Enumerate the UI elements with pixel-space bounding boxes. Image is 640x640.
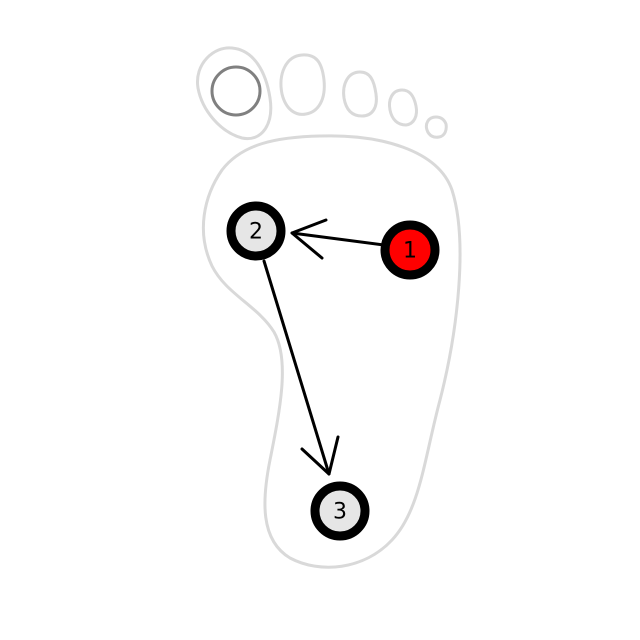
foot-sole-outline [201,134,462,569]
arrowhead-2-to-3 [300,435,340,476]
third-toe-outline [342,70,378,118]
node-3-circle [310,481,370,541]
arrow-1-to-2 [290,231,386,247]
node-1-circle [380,220,440,280]
edge-group [262,218,386,476]
node-3-label: 3 [333,500,347,525]
node-3: 3 [310,481,370,541]
node-2-circle [226,201,286,261]
fifth-toe-outline [424,115,448,139]
second-toe-outline [279,53,326,116]
arrowhead-1-to-2 [290,218,328,260]
node-2: 2 [226,201,286,261]
node-1-label: 1 [403,239,417,264]
arrow-2-to-3 [262,259,331,476]
big-toe-outline [196,46,273,141]
fourth-toe-outline [388,88,418,127]
big-toe-marker [210,65,262,117]
node-2-label: 2 [249,220,263,245]
node-1: 1 [380,220,440,280]
